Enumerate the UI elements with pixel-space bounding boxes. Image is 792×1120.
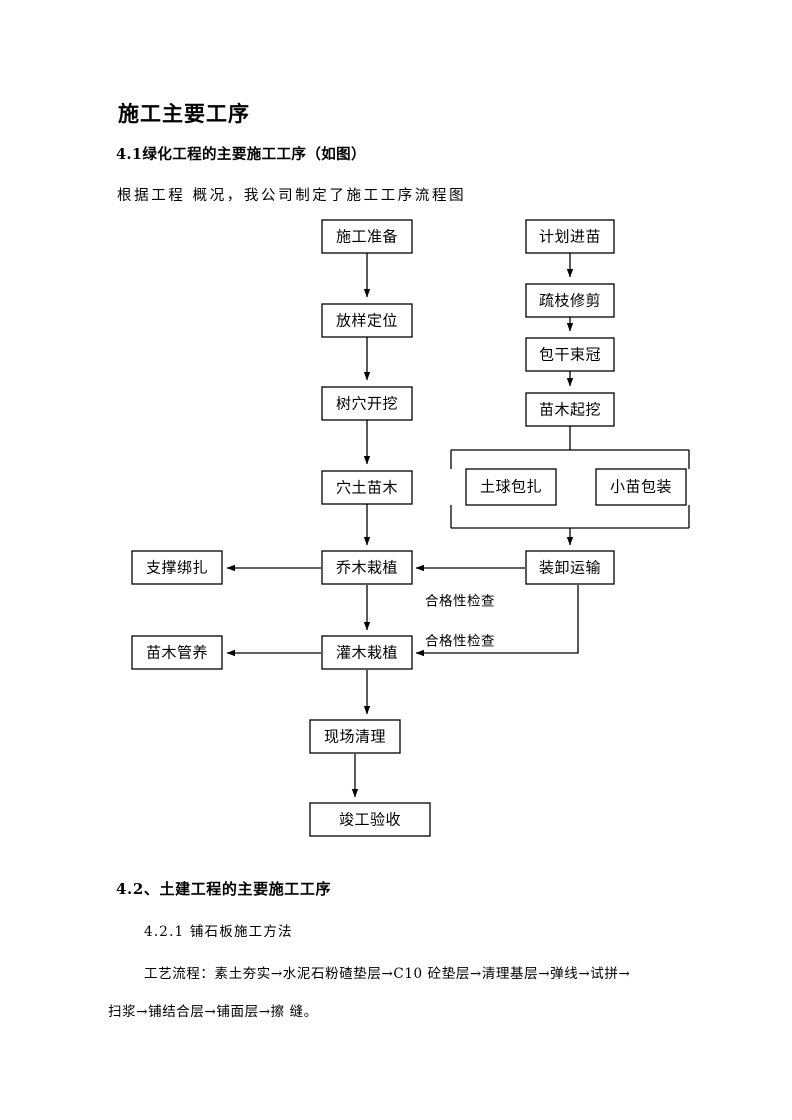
node-soil: 穴土苗木 xyxy=(321,470,413,505)
sub-heading-4-2-1: 4.2.1 铺石板施工方法 xyxy=(144,924,293,940)
node-wrap-trunk: 包干束冠 xyxy=(525,337,615,372)
node-seedling-care: 苗木管养 xyxy=(131,635,223,670)
node-support-bind-label: 支撑绑扎 xyxy=(146,559,208,577)
node-pit: 树穴开挖 xyxy=(321,386,413,421)
node-acceptance-label: 竣工验收 xyxy=(339,811,401,829)
edge-label-qc-check-2: 合格性检查 xyxy=(425,634,495,650)
node-dig-seedling-label: 苗木起挖 xyxy=(539,401,601,419)
process-flow-line-1: 工艺流程：素土夯实→水泥石粉碴垫层→C10 砼垫层→清理基层→弹线→试拼→ xyxy=(144,966,631,982)
node-layout: 放样定位 xyxy=(321,303,413,338)
node-prune-label: 疏枝修剪 xyxy=(539,292,601,310)
node-dig-seedling: 苗木起挖 xyxy=(525,392,615,427)
node-pit-label: 树穴开挖 xyxy=(336,395,398,413)
node-ball-wrap: 土球包扎 xyxy=(465,468,557,506)
node-support-bind: 支撑绑扎 xyxy=(131,550,223,585)
edge-transport-to-shrub-plant xyxy=(415,585,579,657)
node-prune: 疏枝修剪 xyxy=(525,283,615,318)
section-heading-4-2: 4.2、土建工程的主要施工工序 xyxy=(116,880,332,898)
intro-paragraph: 根据工程 概况，我公司制定了施工工序流程图 xyxy=(117,188,467,204)
section-heading-4-1: 4.1绿化工程的主要施工工序（如图） xyxy=(116,146,366,163)
process-flow-line-2: 扫浆→铺结合层→铺面层→擦 缝。 xyxy=(108,1004,318,1020)
node-plan-seedling: 计划进苗 xyxy=(525,219,615,254)
node-transport: 装卸运输 xyxy=(525,550,615,585)
node-seedling-care-label: 苗木管养 xyxy=(146,644,208,662)
node-tree-plant-label: 乔木栽植 xyxy=(336,559,398,577)
node-layout-label: 放样定位 xyxy=(336,312,398,330)
node-prep: 施工准备 xyxy=(321,219,413,254)
node-tree-plant: 乔木栽植 xyxy=(321,550,413,585)
node-plan-seedling-label: 计划进苗 xyxy=(539,228,601,246)
node-ball-wrap-label: 土球包扎 xyxy=(480,478,542,496)
node-site-clean: 现场清理 xyxy=(309,719,401,754)
page-title: 施工主要工序 xyxy=(118,101,250,126)
node-wrap-trunk-label: 包干束冠 xyxy=(539,346,601,364)
node-small-pack: 小苗包装 xyxy=(595,468,687,506)
node-site-clean-label: 现场清理 xyxy=(324,728,386,746)
edge-label-qc-check-1: 合格性检查 xyxy=(425,594,495,610)
node-soil-label: 穴土苗木 xyxy=(336,479,398,497)
node-small-pack-label: 小苗包装 xyxy=(610,478,672,496)
node-shrub-plant-label: 灌木栽植 xyxy=(336,644,398,662)
node-prep-label: 施工准备 xyxy=(336,228,398,246)
node-acceptance: 竣工验收 xyxy=(309,802,431,837)
node-shrub-plant: 灌木栽植 xyxy=(321,635,413,670)
node-transport-label: 装卸运输 xyxy=(539,559,601,577)
